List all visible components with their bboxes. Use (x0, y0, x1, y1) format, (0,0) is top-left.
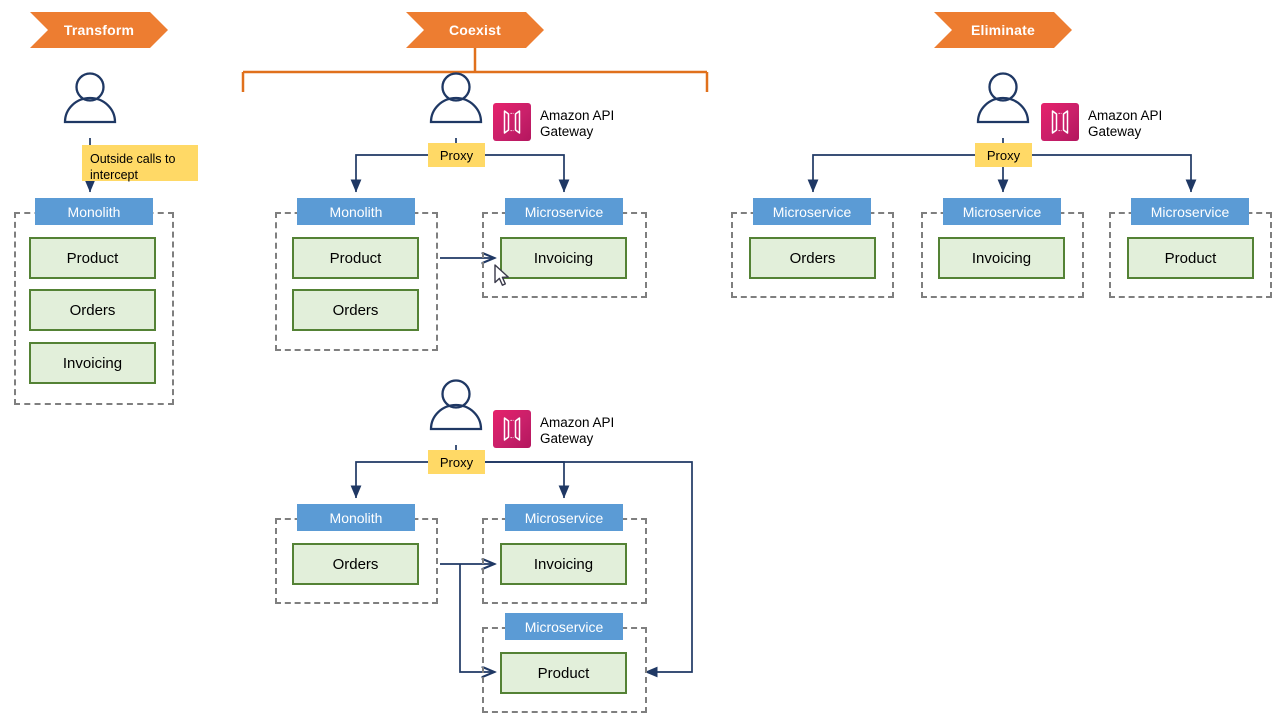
hdr-coexist-top-micro[interactable]: Microservice (505, 198, 623, 225)
svc-elim-invoicing[interactable]: Invoicing (938, 237, 1065, 279)
hdr-coexist-top-monolith[interactable]: Monolith (297, 198, 415, 225)
hdr-elim-micro2[interactable]: Microservice (943, 198, 1061, 225)
svc-cb-product[interactable]: Product (500, 652, 627, 694)
phase-banner-label: Coexist (449, 22, 501, 38)
amazon-api-gateway-icon (493, 103, 531, 141)
outside-calls-callout: Outside calls to intercept (82, 145, 198, 182)
chevron-shape (30, 12, 168, 48)
svc-elim-product[interactable]: Product (1127, 237, 1254, 279)
proxy-coexist-bottom[interactable]: Proxy (428, 450, 485, 474)
actor-transform-person-icon (63, 72, 117, 124)
proxy-coexist-top[interactable]: Proxy (428, 143, 485, 167)
svc-ct-orders[interactable]: Orders (292, 289, 419, 331)
hdr-transform-monolith[interactable]: Monolith (35, 198, 153, 225)
svc-cb-invoicing[interactable]: Invoicing (500, 543, 627, 585)
mouse-cursor (494, 264, 509, 286)
phase-banner-label: Transform (63, 22, 135, 38)
phase-banner-eliminate[interactable]: Eliminate (934, 12, 1072, 48)
amazon-api-gateway-label: Amazon API Gateway (1088, 108, 1163, 140)
actor-eliminate-person-icon (976, 72, 1030, 124)
hdr-elim-micro3[interactable]: Microservice (1131, 198, 1249, 225)
hdr-coexist-bot-micro2[interactable]: Microservice (505, 613, 623, 640)
svc-cb-orders[interactable]: Orders (292, 543, 419, 585)
amazon-api-gateway-icon (493, 410, 531, 448)
amazon-api-gateway-label: Amazon API Gateway (540, 415, 615, 447)
chevron-shape (934, 12, 1072, 48)
proxy-eliminate[interactable]: Proxy (975, 143, 1032, 167)
svc-transform-orders[interactable]: Orders (29, 289, 156, 331)
amazon-api-gateway-icon (1041, 103, 1079, 141)
phase-banner-transform[interactable]: Transform (30, 12, 168, 48)
hdr-coexist-bot-micro1[interactable]: Microservice (505, 504, 623, 531)
svc-elim-orders[interactable]: Orders (749, 237, 876, 279)
amazon-api-gateway-label: Amazon API Gateway (540, 108, 615, 140)
phase-banner-coexist[interactable]: Coexist (406, 12, 544, 48)
actor-coexist-top-person-icon (429, 72, 483, 124)
svc-ct-invoicing[interactable]: Invoicing (500, 237, 627, 279)
hdr-coexist-bot-monolith[interactable]: Monolith (297, 504, 415, 531)
coexist-bracket (241, 48, 709, 92)
svc-ct-product[interactable]: Product (292, 237, 419, 279)
svc-transform-invoicing[interactable]: Invoicing (29, 342, 156, 384)
phase-banner-label: Eliminate (970, 22, 1036, 38)
hdr-elim-micro1[interactable]: Microservice (753, 198, 871, 225)
svc-transform-product[interactable]: Product (29, 237, 156, 279)
actor-coexist-bottom-person-icon (429, 379, 483, 431)
chevron-shape (406, 12, 544, 48)
